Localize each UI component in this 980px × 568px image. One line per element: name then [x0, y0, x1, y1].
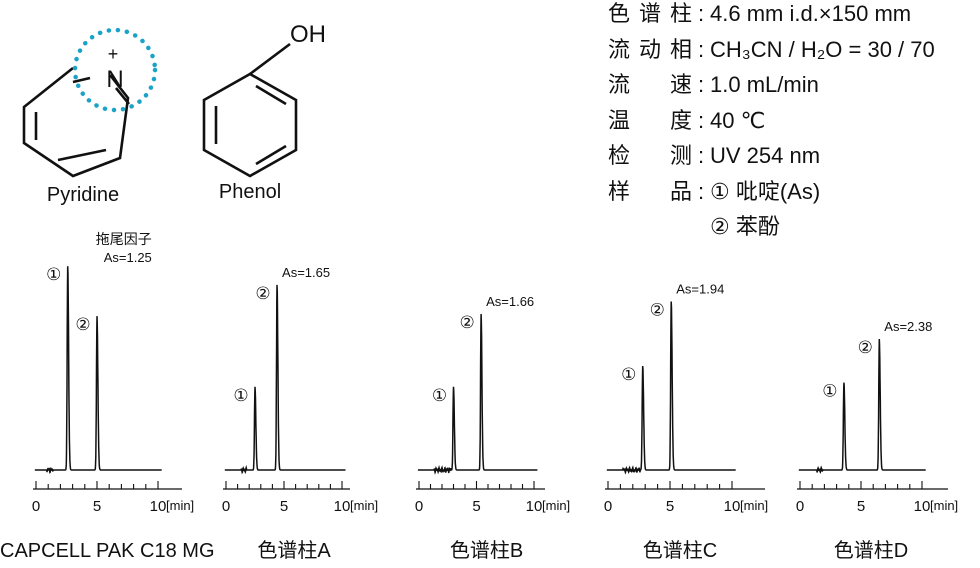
peak-label: ② [75, 315, 90, 334]
x-tick-label: 0 [32, 498, 40, 515]
phenol-oh: OH [290, 21, 326, 48]
x-tick-label: 10 [526, 498, 543, 515]
tailing-factor-value: As=1.66 [486, 294, 534, 309]
phenol-structure [202, 42, 298, 178]
pyridine-label: Pyridine [47, 184, 119, 206]
peak-label: ① [233, 386, 248, 405]
condition-key: 检 测 [608, 143, 692, 168]
nitrogen-atom: N [106, 66, 123, 93]
pyridine-ring [22, 66, 130, 178]
x-axis-unit: [min] [930, 498, 958, 513]
x-tick-label: 5 [857, 498, 865, 515]
condition-row: 流 速:1.0 mL/min [608, 67, 819, 102]
x-tick-label: 10 [334, 498, 351, 515]
x-tick-label: 0 [222, 498, 230, 515]
phenol-label: Phenol [219, 181, 281, 203]
phenol-ring [202, 72, 298, 178]
peak-label: ① [822, 382, 837, 401]
condition-row: 检 测:UV 254 nm [608, 138, 820, 173]
condition-key: 温 度 [608, 107, 692, 133]
chromatogram-trace [798, 338, 926, 474]
x-tick-label: 5 [93, 498, 101, 515]
x-tick-label: 10 [724, 498, 741, 515]
tailing-factor-value: As=2.38 [884, 319, 932, 334]
column-name-label: 色谱柱B [450, 539, 523, 562]
condition-key: 色谱柱 [608, 1, 692, 26]
condition-colon: : [697, 36, 705, 62]
tailing-factor-value: As=1.25 [104, 250, 152, 265]
column-name-label: 色谱柱C [643, 539, 717, 562]
condition-key: 流 速 [608, 72, 692, 97]
condition-value: 40 ℃ [710, 107, 766, 133]
x-tick-label: 5 [472, 498, 480, 515]
condition-value: 1.0 mL/min [710, 72, 819, 97]
column-name-label: 色谱柱A [257, 539, 331, 562]
pyridine-cn-double [114, 87, 131, 105]
condition-row: ② 苯酚 [608, 209, 780, 244]
x-axis-unit: [min] [350, 498, 378, 513]
pyridine-double-bond-3 [72, 76, 91, 84]
peak-label: ① [621, 365, 636, 384]
chromatogram-trace [224, 284, 346, 475]
condition-value: UV 254 nm [710, 143, 821, 168]
condition-colon: : [697, 72, 705, 97]
condition-row: 样 品:① 吡啶(As) [608, 174, 820, 209]
x-tick-label: 5 [666, 498, 674, 515]
pyridine-double-bond-2 [57, 148, 107, 162]
nitrogen-charge: + [108, 44, 119, 64]
x-tick-label: 0 [415, 498, 423, 515]
pyridine-structure [22, 27, 158, 178]
peak-label: ② [459, 313, 474, 332]
phenol-double-bond-2 [255, 84, 287, 106]
phenol-oh-bond [249, 42, 291, 76]
condition-colon: : [697, 178, 705, 204]
x-tick-label: 10 [914, 498, 931, 515]
tailing-factor-value: As=1.94 [676, 282, 724, 297]
condition-colon: : [697, 143, 705, 168]
condition-colon: : [697, 1, 705, 26]
condition-row: 色谱柱:4.6 mm i.d.×150 mm [608, 0, 911, 31]
condition-row: 流动相:CH₃CN / H₂O = 30 / 70 [608, 32, 935, 67]
x-axis-unit: [min] [740, 498, 768, 513]
condition-colon: : [697, 107, 705, 133]
peak-label: ② [255, 284, 270, 303]
condition-key: 样 品 [608, 178, 692, 204]
x-tick-label: 5 [280, 498, 288, 515]
chromatogram-trace [34, 266, 162, 474]
condition-value: ① 吡啶(As) [710, 178, 821, 204]
nitrogen-highlight-circle [72, 27, 158, 113]
x-axis-unit: [min] [166, 498, 194, 513]
x-tick-label: 0 [796, 498, 804, 515]
condition-row: 温 度:40 ℃ [608, 103, 765, 138]
peak-label: ① [432, 386, 447, 405]
chromatogram-trace [417, 313, 538, 475]
phenol-double-bond-3 [255, 144, 287, 166]
x-axis-unit: [min] [542, 498, 570, 513]
condition-key: 流动相 [608, 36, 692, 62]
column-name-label: CAPCELL PAK C18 MG [0, 540, 215, 562]
peak-label: ① [46, 265, 61, 284]
peak-label: ② [858, 338, 873, 357]
chromatogram-trace [606, 301, 736, 475]
x-tick-label: 0 [604, 498, 612, 515]
column-name-label: 色谱柱D [834, 539, 908, 562]
condition-value: 4.6 mm i.d.×150 mm [710, 1, 912, 26]
peak-label: ② [650, 301, 665, 320]
condition-value: ② 苯酚 [710, 214, 780, 239]
condition-value: CH₃CN / H₂O = 30 / 70 [710, 36, 935, 62]
tailing-factor-label: 拖尾因子 [96, 231, 152, 247]
x-tick-label: 10 [150, 498, 167, 515]
tailing-factor-value: As=1.65 [282, 265, 330, 280]
